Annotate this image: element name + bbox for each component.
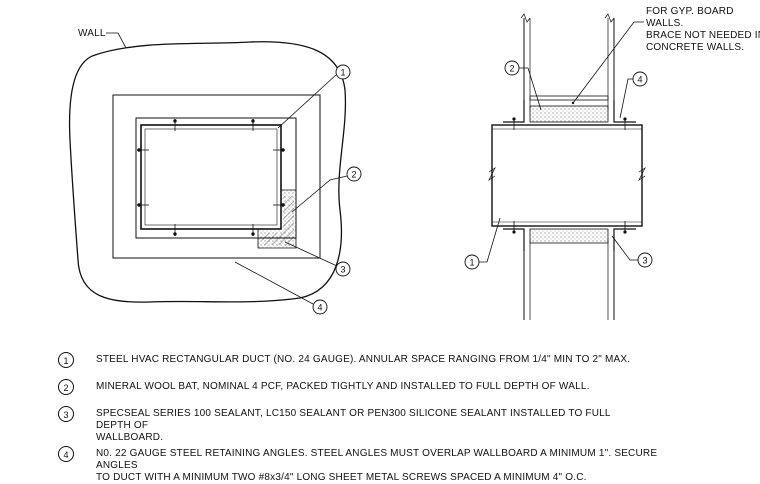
- wall-outline: [68, 41, 347, 303]
- callout-circle: [335, 261, 351, 277]
- legend-number: 2: [58, 379, 74, 395]
- wall-label: WALL: [78, 28, 106, 39]
- callout-number: 1: [469, 258, 474, 268]
- callout-number: 3: [340, 265, 345, 275]
- callout-circle: [464, 254, 480, 270]
- sealant-fill: [262, 196, 294, 245]
- legend-number: 3: [58, 406, 74, 422]
- callout-number: 1: [340, 68, 345, 78]
- callout-circle: [335, 64, 351, 80]
- legend-item: 4 N0. 22 GAUGE STEEL RETAINING ANGLES. S…: [58, 446, 686, 484]
- screws-section: [512, 117, 627, 234]
- callout-circle: [504, 60, 520, 76]
- callout-number: 3: [642, 256, 647, 266]
- callout-circle: [346, 166, 362, 182]
- mineral-wool-bottom: [529, 228, 609, 244]
- steel-duct: [140, 124, 282, 230]
- callout-number: 4: [637, 75, 642, 85]
- note-line: WALLS.: [646, 18, 684, 29]
- legend-text: N0. 22 GAUGE STEEL RETAINING ANGLES. STE…: [96, 448, 658, 483]
- legend-item: 1 STEEL HVAC RECTANGULAR DUCT (NO. 24 GA…: [58, 352, 686, 368]
- legend-text: STEEL HVAC RECTANGULAR DUCT (NO. 24 GAUG…: [96, 354, 631, 365]
- duct-section: [491, 124, 643, 227]
- callout-circle: [637, 252, 653, 268]
- right-section-detail: FOR GYP. BOARD WALLS. BRACE NOT NEEDED I…: [464, 6, 760, 320]
- legend-item: 2 MINERAL WOOL BAT, NOMINAL 4 PCF, PACKE…: [58, 379, 686, 395]
- screws: [137, 119, 285, 236]
- legend-number: 4: [58, 446, 74, 462]
- legend-text: MINERAL WOOL BAT, NOMINAL 4 PCF, PACKED …: [96, 381, 590, 392]
- opening-inner: [135, 117, 297, 239]
- legend-number: 1: [58, 352, 74, 368]
- legend-item: 3 SPECSEAL SERIES 100 SEALANT, LC150 SEA…: [58, 406, 686, 444]
- callout-number: 4: [317, 303, 322, 313]
- note-line: BRACE NOT NEEDED IN: [646, 30, 760, 41]
- left-elevation-detail: WALL 1 2 3 4: [68, 28, 362, 315]
- note-line: CONCRETE WALLS.: [646, 42, 744, 53]
- callout-circle: [632, 71, 648, 87]
- callout-number: 2: [351, 170, 356, 180]
- note-line: FOR GYP. BOARD: [646, 6, 734, 17]
- callout-circle: [312, 299, 328, 315]
- retaining-angles: [503, 100, 636, 251]
- mineral-wool-top: [529, 105, 609, 123]
- legend-text: SPECSEAL SERIES 100 SEALANT, LC150 SEALA…: [96, 408, 611, 443]
- callout-number: 2: [509, 64, 514, 74]
